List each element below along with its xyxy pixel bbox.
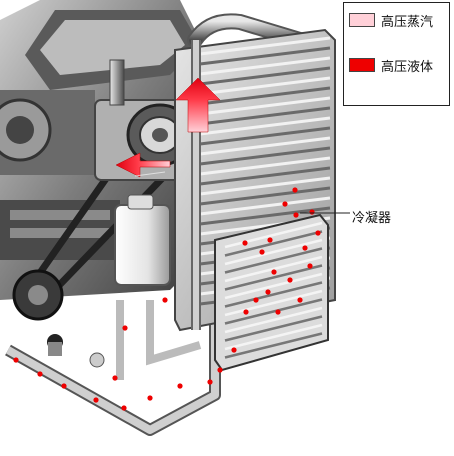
liquid-dot xyxy=(315,230,321,236)
legend-swatch-liquid xyxy=(349,58,375,72)
liquid-dot xyxy=(162,297,168,303)
liquid-dot xyxy=(37,371,43,377)
high-pressure-vapor-arrows xyxy=(115,77,221,178)
liquid-dot xyxy=(243,309,249,315)
liquid-dot xyxy=(292,187,298,193)
liquid-dot xyxy=(122,325,128,331)
legend-swatch-vapor xyxy=(349,13,375,27)
reservoir-tank xyxy=(114,194,171,286)
liquid-dot xyxy=(297,297,303,303)
condenser-label: 冷凝器 xyxy=(352,211,392,226)
legend-label-vapor: 高压蒸汽 xyxy=(381,14,434,30)
liquid-dot xyxy=(265,289,271,295)
liquid-dot xyxy=(13,357,19,363)
liquid-dot xyxy=(309,209,315,215)
liquid-dot xyxy=(207,379,213,385)
liquid-dot xyxy=(267,237,273,243)
liquid-dot xyxy=(275,309,281,315)
liquid-dot xyxy=(177,383,183,389)
legend: 高压蒸汽 高压液体 xyxy=(343,2,450,106)
liquid-dot xyxy=(93,397,99,403)
liquid-dot xyxy=(217,367,223,373)
liquid-dot xyxy=(302,245,308,251)
drive-belt xyxy=(12,127,178,321)
condenser-inner-fins xyxy=(224,221,323,359)
vapor-arrow-up xyxy=(175,77,221,133)
liquid-dot xyxy=(112,375,118,381)
high-pressure-liquid-dots xyxy=(13,187,321,411)
liquid-dot xyxy=(282,201,288,207)
engine-block xyxy=(0,0,200,300)
liquid-dot xyxy=(231,347,237,353)
legend-label-liquid: 高压液体 xyxy=(381,59,434,75)
legend-item-vapor: 高压蒸汽 xyxy=(349,11,434,30)
vapor-arrow-left xyxy=(115,152,171,178)
liquid-dot xyxy=(307,263,313,269)
liquid-dot xyxy=(121,405,127,411)
liquid-dot xyxy=(242,240,248,246)
liquid-dot xyxy=(287,277,293,283)
condenser xyxy=(174,28,336,372)
liquid-dot xyxy=(147,395,153,401)
liquid-dot xyxy=(253,297,259,303)
liquid-dot xyxy=(259,249,265,255)
liquid-dot xyxy=(61,383,67,389)
liquid-dot xyxy=(293,212,299,218)
legend-item-liquid: 高压液体 xyxy=(349,56,434,75)
liquid-dot xyxy=(271,269,277,275)
